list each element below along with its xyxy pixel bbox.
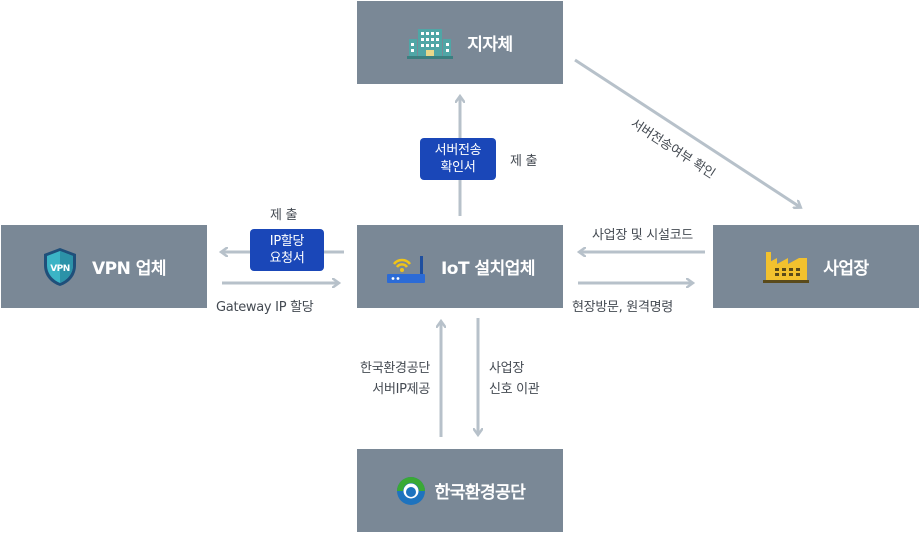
node-vpn: VPN VPN 업체 <box>1 225 207 308</box>
building-icon <box>407 27 454 59</box>
node-keco-label: 한국환경공단 <box>434 483 526 503</box>
arrow-gov-to-site <box>574 58 800 207</box>
node-iot-installer: IoT 설치업체 <box>357 225 563 308</box>
badge-server-confirmation: 서버전송 확인서 <box>420 138 496 180</box>
label-visit-remote: 현장방문, 원격명령 <box>572 300 673 315</box>
node-site-label: 사업장 <box>823 259 869 279</box>
label-submit-gov: 제 출 <box>510 154 538 169</box>
badge-ip-request-line1: IP할당 <box>269 234 305 249</box>
label-signal-transfer-line1: 사업장 <box>489 361 524 376</box>
factory-icon <box>763 250 810 284</box>
node-iot-label: IoT 설치업체 <box>440 259 536 279</box>
label-submit-vpn: 제 출 <box>270 208 298 223</box>
badge-server-confirmation-line1: 서버전송 <box>434 143 482 158</box>
node-local-gov: 지자체 <box>357 1 563 84</box>
label-signal-transfer-line2: 신호 이관 <box>489 382 540 397</box>
label-gateway-ip: Gateway IP 할당 <box>216 300 314 315</box>
label-keco-server-ip-line1: 한국환경공단 <box>360 361 430 376</box>
node-site: 사업장 <box>713 225 919 308</box>
node-vpn-label: VPN 업체 <box>91 259 167 279</box>
label-signal-transfer: 사업장 신호 이관 <box>489 358 540 400</box>
vpn-shield-text: VPN <box>50 264 70 274</box>
badge-ip-request: IP할당 요청서 <box>250 229 324 271</box>
label-site-code: 사업장 및 시설코드 <box>592 228 693 243</box>
badge-ip-request-line2: 요청서 <box>269 251 305 266</box>
label-keco-server-ip-line2: 서버IP제공 <box>372 382 430 397</box>
badge-server-confirmation-line2: 확인서 <box>440 160 476 175</box>
vpn-shield-icon: VPN <box>42 247 78 287</box>
label-keco-server-ip: 한국환경공단 서버IP제공 <box>330 358 430 400</box>
node-keco: 한국환경공단 <box>357 449 563 532</box>
router-icon <box>385 250 427 284</box>
keco-logo-icon <box>395 475 427 507</box>
node-local-gov-label: 지자체 <box>467 35 513 55</box>
